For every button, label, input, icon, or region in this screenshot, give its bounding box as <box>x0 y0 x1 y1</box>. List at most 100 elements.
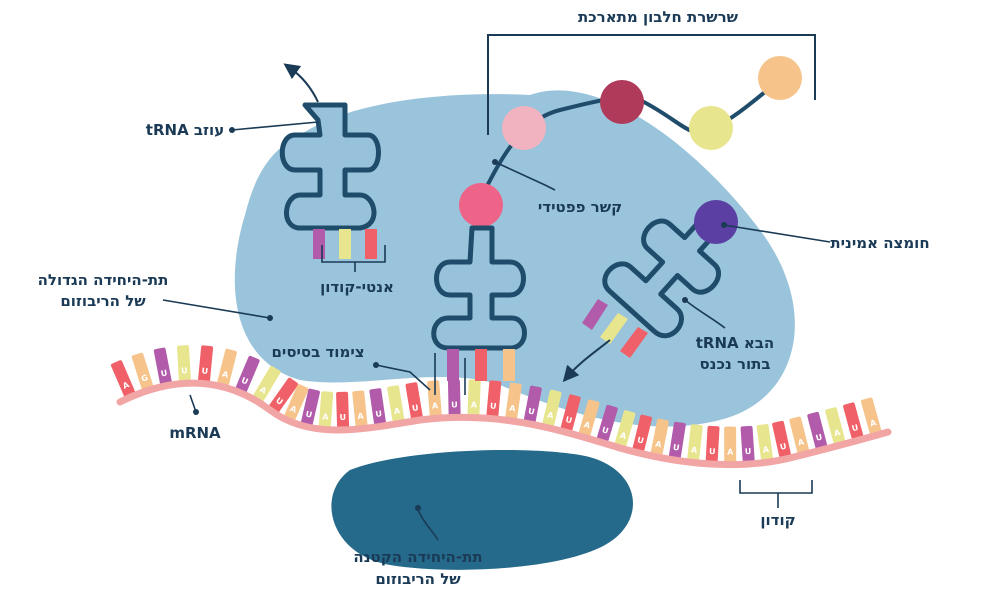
mrna-base: A <box>110 360 135 397</box>
mrna-base-letter: U <box>636 435 644 445</box>
leader-dot <box>193 409 199 415</box>
mrna-base: U <box>486 380 502 417</box>
amino-acid-bead-icon <box>600 80 644 124</box>
mrna-base-letter: U <box>527 406 535 416</box>
mrna-base-letter: U <box>672 443 680 453</box>
mrna-strand <box>116 379 892 469</box>
mrna-base: U <box>596 404 618 442</box>
label-small-subunit-2: של הריבוזום <box>375 570 461 588</box>
mrna-base-letter: U <box>815 433 824 443</box>
mrna-base: A <box>352 390 368 428</box>
mrna-base: A <box>217 348 237 386</box>
mrna-base-letter: A <box>289 404 299 415</box>
mrna-base-letter: A <box>583 420 592 431</box>
protein-chain <box>459 56 802 227</box>
trna-entering-anticodon <box>582 299 648 358</box>
mrna-base: A <box>505 382 522 420</box>
mrna-base-letter: U <box>181 366 188 375</box>
mrna-base-letter: A <box>221 369 230 379</box>
amino-acid-bead-icon <box>689 106 733 150</box>
mrna-base: A <box>253 366 281 402</box>
label-large-subunit-1: תת-היחידה הגדולה <box>38 271 169 289</box>
mrna-base: U <box>705 425 720 463</box>
mrna-base-letter: A <box>691 445 699 455</box>
mrna-base: U <box>269 377 299 413</box>
trna-entering-icon <box>602 211 724 339</box>
label-peptide-bond: קשר פפטידי <box>538 198 622 216</box>
label-small-subunit-1: תת-היחידה הקטנה <box>353 548 482 566</box>
curved-arrow-icon <box>283 63 319 103</box>
mrna-base-letter: U <box>160 368 168 378</box>
mrna-base: U <box>772 420 791 458</box>
mrna-base-letter: U <box>201 366 208 376</box>
mrna-base: A <box>687 424 703 461</box>
mrna-base-letter: U <box>709 447 716 456</box>
label-mrna: mRNA <box>169 424 221 442</box>
amino-acid-bead-icon <box>694 200 738 244</box>
mrna-base-letter: U <box>745 447 752 456</box>
leader-line <box>231 121 319 131</box>
mrna-base: U <box>807 411 828 449</box>
mrna-base: A <box>542 389 562 427</box>
mrna-base-letter: A <box>432 401 440 411</box>
amino-acid-bead-icon <box>502 106 546 150</box>
mrna-base-letter: A <box>833 428 842 438</box>
mrna-base-letter: A <box>393 406 401 416</box>
mrna-base-letter: A <box>509 404 517 414</box>
label-base-pairing: צימוד בסיסים <box>271 343 364 361</box>
trna-center-anticodon <box>447 349 515 381</box>
anticodon-bracket <box>321 245 386 263</box>
mrna-base: A <box>578 399 600 437</box>
large-ribosomal-subunit <box>234 90 795 427</box>
mrna-base: A <box>427 380 442 417</box>
leader-line <box>162 299 271 319</box>
amino-acid-bead-icon <box>459 183 503 227</box>
mrna-base: U <box>447 379 461 416</box>
mrna-base: A <box>724 426 737 463</box>
curved-arrow-icon <box>562 339 611 383</box>
mrna-base-letter: A <box>258 385 269 396</box>
mrna-base: U <box>235 355 260 393</box>
leader-dot <box>682 297 688 303</box>
mrna-base-letter: U <box>375 409 383 419</box>
leader-line <box>684 299 726 329</box>
mrna-base: A <box>318 391 334 428</box>
mrna-base: U <box>560 394 581 432</box>
mrna-base-letter: A <box>619 431 628 442</box>
leader-dot <box>229 127 235 133</box>
mrna-base: U <box>369 388 386 426</box>
mrna-base: U <box>523 385 542 423</box>
leader-dot <box>373 362 379 368</box>
mrna-base: A <box>825 407 846 445</box>
mrna-base-letter: G <box>140 373 149 384</box>
mrna-base: U <box>198 345 214 382</box>
amino-acid-bead-icon <box>758 56 802 100</box>
mrna-base: U <box>153 347 172 385</box>
leader-line <box>375 364 431 391</box>
mrna-base: A <box>756 423 773 461</box>
leader-dot <box>492 159 498 165</box>
leader-line <box>494 161 556 191</box>
mrna-base: A <box>789 416 809 454</box>
mrna-base-letter: U <box>451 400 458 409</box>
leader-line <box>723 224 831 243</box>
leader-dot <box>721 222 727 228</box>
codon-bracket <box>739 480 813 494</box>
mrna-base-letter: A <box>727 448 734 457</box>
base-pairing-bracket <box>434 353 466 395</box>
leader-dot <box>415 505 421 511</box>
mrna-base: U <box>336 391 350 429</box>
mrna-base: U <box>405 382 423 420</box>
label-amino-acid: חומצה אמינית <box>830 234 929 252</box>
label-protein-chain: שרשרת חלבון מתארכת <box>578 8 739 26</box>
mrna-base: U <box>740 425 755 463</box>
mrna-base-letter: A <box>654 439 663 449</box>
protein-chain-bracket <box>487 34 816 135</box>
mrna-base-letter: U <box>779 442 787 452</box>
label-large-subunit-2: של הריבוזום <box>60 292 146 310</box>
trna-leaving-icon <box>279 102 381 231</box>
mrna-base: A <box>387 385 405 423</box>
label-anticodon: אנטי-קודון <box>320 278 394 296</box>
